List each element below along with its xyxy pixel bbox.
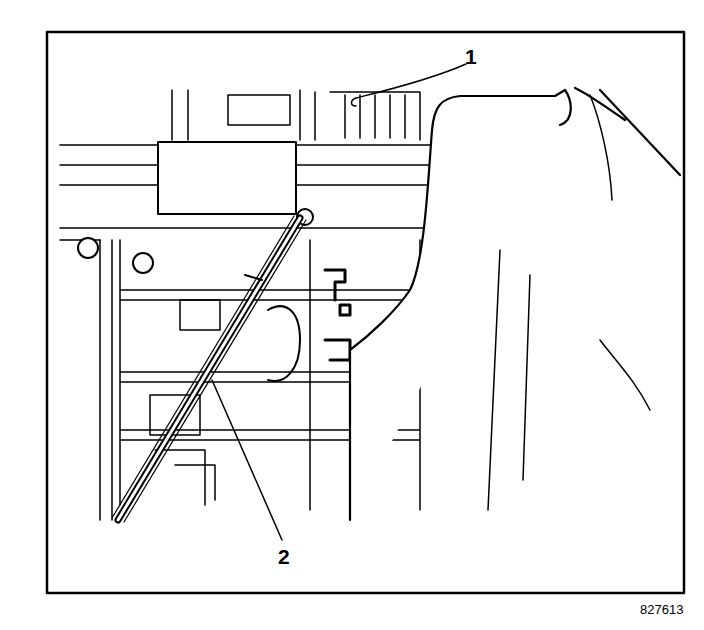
frame — [47, 32, 684, 593]
leader-line — [352, 64, 467, 106]
figure-code: 827613 — [640, 603, 683, 616]
callout-number: 2 — [278, 546, 290, 567]
leader-line — [212, 380, 282, 540]
callout-number: 1 — [465, 46, 477, 67]
